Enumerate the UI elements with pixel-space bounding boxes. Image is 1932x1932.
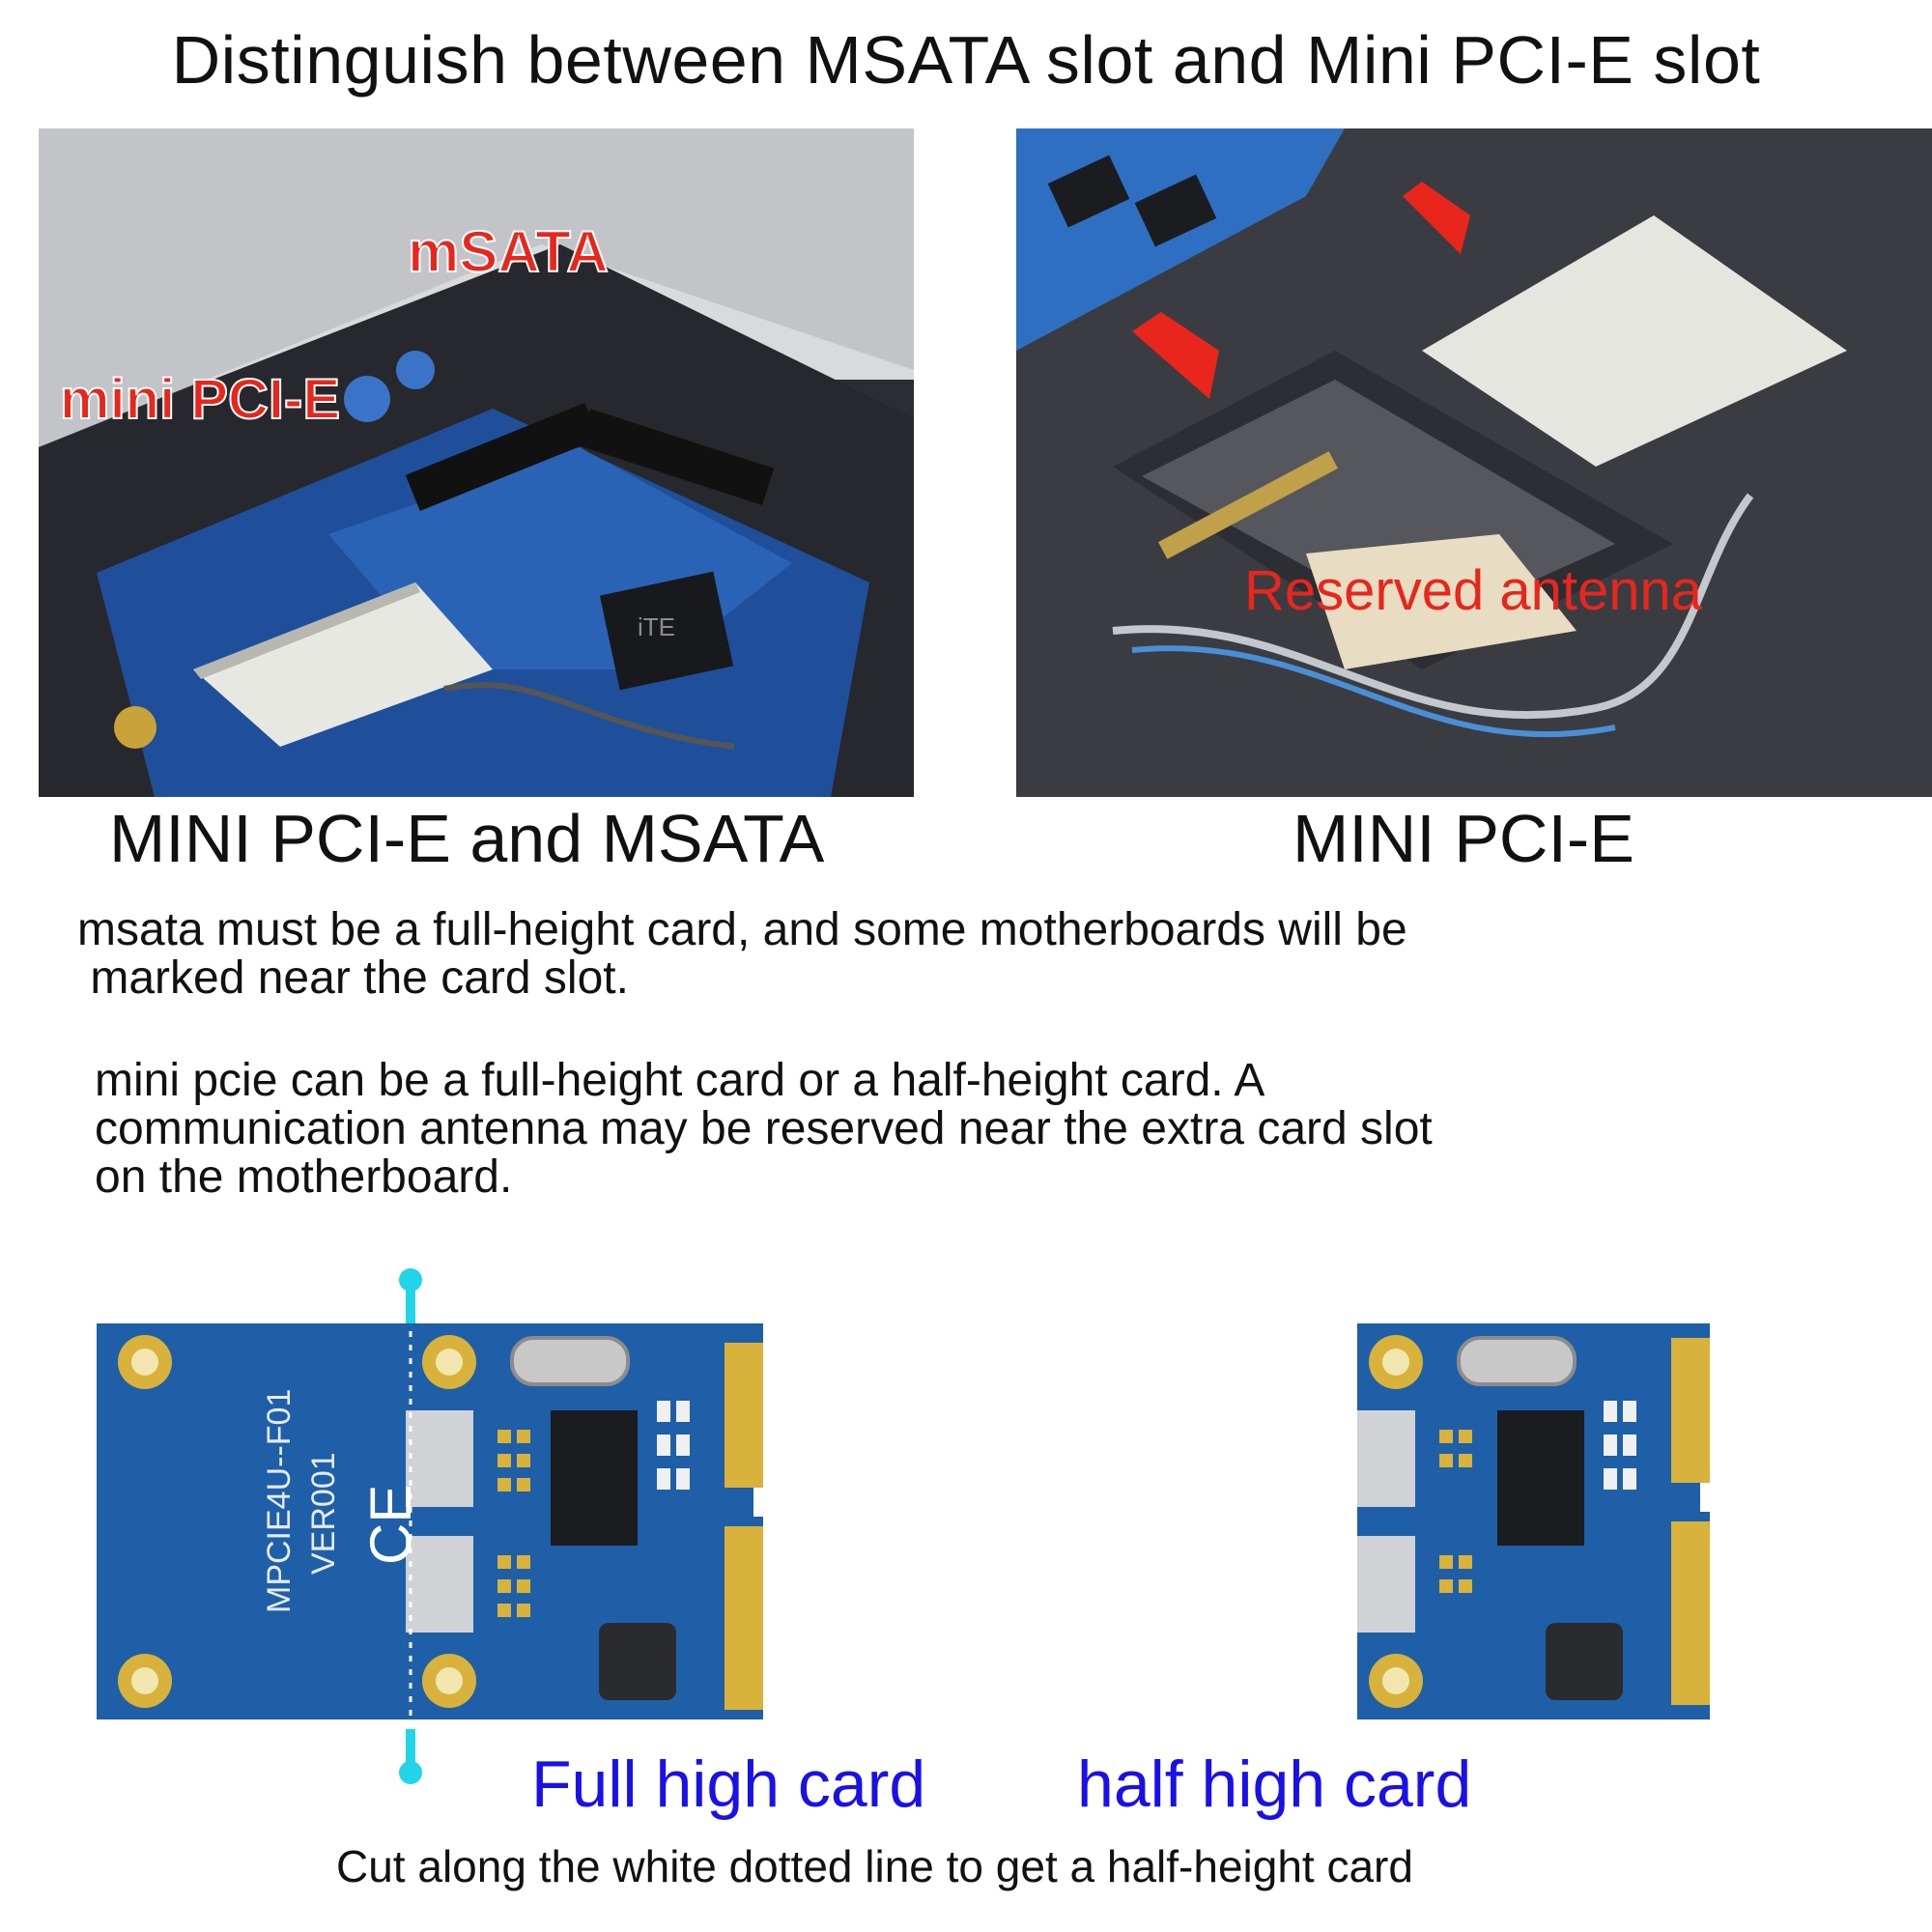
half-high-card-image (1352, 1319, 1719, 1724)
minipcie-label: mini PCI-E (60, 368, 340, 431)
ce-mark: CE (358, 1485, 423, 1565)
half-high-card-label: half high card (1077, 1747, 1472, 1821)
reserved-antenna-label: Reserved antenna (1244, 559, 1703, 622)
cut-instruction: Cut along the white dotted line to get a… (336, 1841, 1413, 1891)
photo-minipcie-and-msata: iTE mSATA mini PCI-E (39, 128, 914, 797)
paragraph-line: on the motherboard. (95, 1151, 513, 1203)
caption-right: MINI PCI-E (1293, 801, 1634, 876)
card-version-text: VER001 (305, 1452, 342, 1575)
paragraph-line: communication antenna may be reserved ne… (95, 1103, 1433, 1154)
full-high-card-label: Full high card (531, 1747, 926, 1821)
paragraph-msata: msata must be a full-height card, and so… (77, 906, 1407, 1003)
paragraph-line: marked near the card slot. (77, 952, 629, 1004)
full-high-card-image: MPCIE4U--F01 VER001 CE (87, 1265, 782, 1787)
msata-label: mSATA (408, 219, 609, 284)
paragraph-line: mini pcie can be a full-height card or a… (95, 1055, 1265, 1106)
photo-minipcie-slot: Reserved antenna (1016, 128, 1932, 797)
paragraph-line: msata must be a full-height card, and so… (77, 904, 1407, 955)
caption-left: MINI PCI-E and MSATA (109, 801, 825, 876)
paragraph-minipcie: mini pcie can be a full-height card or a… (95, 1057, 1433, 1202)
card-model-text: MPCIE4U--F01 (261, 1389, 298, 1613)
svg-text:iTE: iTE (638, 612, 675, 641)
page-title: Distinguish between MSATA slot and Mini … (171, 22, 1761, 98)
